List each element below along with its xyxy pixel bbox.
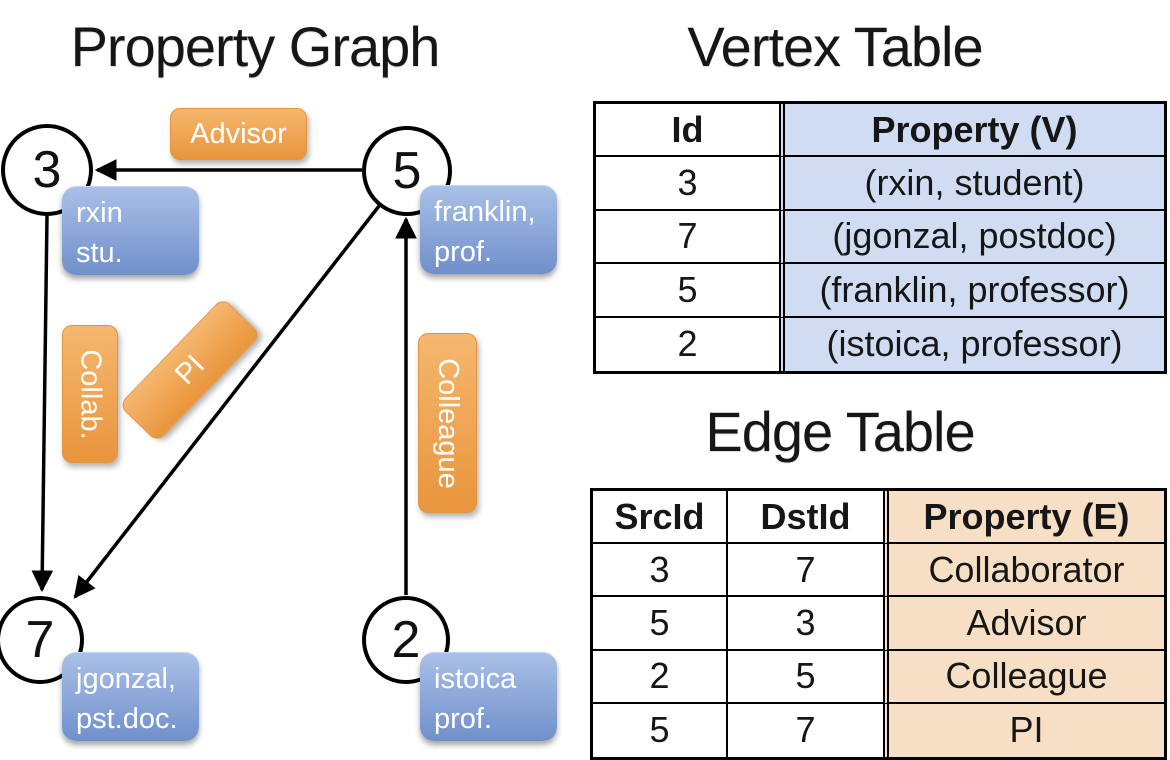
graph-node-3: 3 <box>1 124 93 216</box>
vertex-table-header-id: Id <box>596 104 779 158</box>
edge-label-colleague: Colleague <box>418 333 477 513</box>
vertex-property-cell: (istoica, professor) <box>779 317 1164 371</box>
vertex-property-box-jgonzal: jgonzal, pst.doc. <box>62 652 199 741</box>
edge-table-header-srcid: SrcId <box>593 491 726 545</box>
vertex-property-box-franklin: franklin, prof. <box>420 185 557 274</box>
property-graph-title: Property Graph <box>70 15 441 78</box>
edge-dstid-cell: 7 <box>726 703 883 757</box>
edge-srcid-cell: 3 <box>593 544 726 598</box>
edge-table-title: Edge Table <box>705 400 975 463</box>
edge-dstid-cell: 7 <box>726 544 883 598</box>
edge-label-collab-text: Collab. <box>74 348 107 440</box>
vertex-table: Id Property (V) 3 (rxin, student) 7 (jgo… <box>593 101 1167 374</box>
vertex-property-line: jgonzal, <box>76 663 176 695</box>
vertex-property-line: prof. <box>434 703 493 735</box>
vertex-property-line: stu. <box>76 237 123 269</box>
vertex-table-title: Vertex Table <box>687 15 983 78</box>
edge-srcid-cell: 5 <box>593 597 726 651</box>
vertex-property-line: rxin <box>76 197 123 229</box>
edge-property-cell: Collaborator <box>883 544 1164 598</box>
edge-property-cell: Advisor <box>883 597 1164 651</box>
edge-property-cell: PI <box>883 703 1164 757</box>
vertex-property-line: pst.doc. <box>76 703 178 735</box>
vertex-property-line: istoica <box>434 663 517 695</box>
vertex-table-header-property: Property (V) <box>779 104 1164 158</box>
edge-dstid-cell: 3 <box>726 597 883 651</box>
vertex-id-cell: 3 <box>596 157 779 211</box>
edge-dstid-cell: 5 <box>726 650 883 704</box>
edge-table: SrcId DstId Property (E) 3 7 Collaborato… <box>590 488 1167 760</box>
vertex-id-cell: 2 <box>677 323 698 365</box>
vertex-id-cell: 5 <box>596 264 779 318</box>
edge-label-collab: Collab. <box>62 325 118 463</box>
edge-srcid-cell: 5 <box>649 709 670 751</box>
edge-collab-3-to-7 <box>31 215 54 593</box>
vertex-property-box-rxin: rxin stu. <box>62 186 199 275</box>
vertex-property-cell: (rxin, student) <box>779 157 1164 211</box>
vertex-id-cell: 7 <box>596 211 779 265</box>
vertex-property-cell: (franklin, professor) <box>779 264 1164 318</box>
edge-table-header-dstid: DstId <box>726 491 883 545</box>
edge-label-advisor: Advisor <box>170 108 307 160</box>
edge-label-pi: PI <box>118 297 262 443</box>
graph-node-5: 5 <box>362 126 452 216</box>
edge-label-colleague-text: Colleague <box>432 357 465 489</box>
vertex-property-box-istoica: istoica prof. <box>420 652 557 741</box>
vertex-property-cell: (jgonzal, postdoc) <box>779 210 1164 265</box>
edge-property-cell: Colleague <box>883 650 1164 704</box>
edge-table-header-property: Property (E) <box>883 491 1164 545</box>
edge-srcid-cell: 2 <box>593 651 726 704</box>
vertex-property-line: prof. <box>434 236 493 268</box>
vertex-property-line: franklin, <box>434 196 536 228</box>
